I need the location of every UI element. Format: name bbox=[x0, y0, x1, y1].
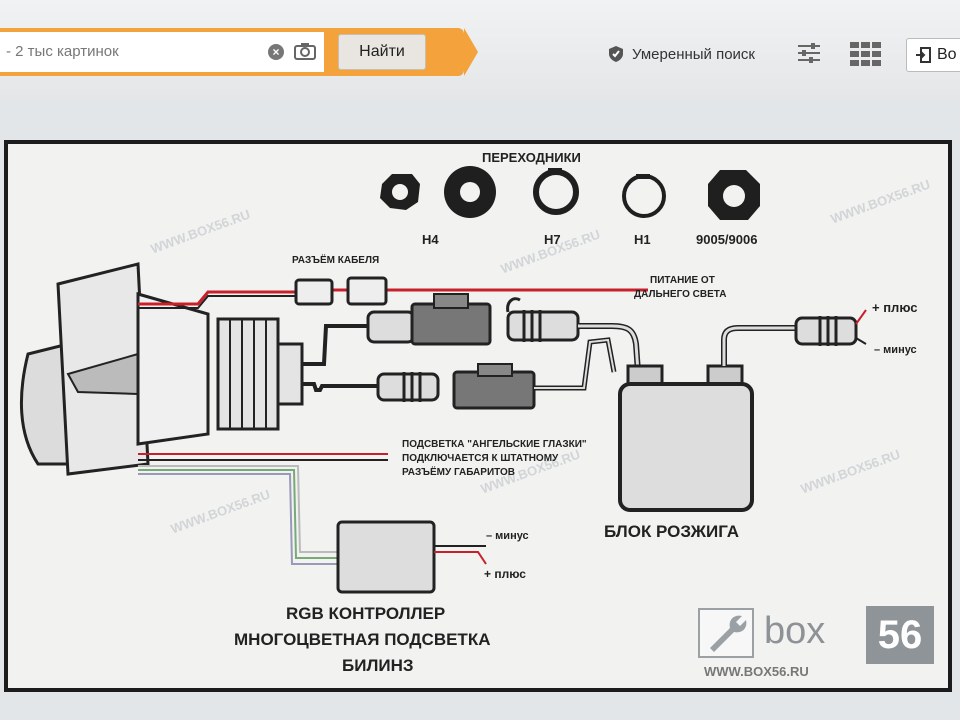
logo-word: box bbox=[764, 610, 826, 652]
login-button[interactable]: Во bbox=[906, 38, 960, 72]
wiring-drawing bbox=[20, 166, 867, 594]
find-button[interactable]: Найти bbox=[338, 34, 426, 70]
rgb-caption-line2: МНОГОЦВЕТНАЯ ПОДСВЕТКА bbox=[234, 630, 491, 649]
wrench-icon bbox=[698, 608, 754, 658]
adapter-h1-ring-icon bbox=[622, 174, 666, 218]
logo-url: WWW.BOX56.RU bbox=[704, 664, 809, 679]
clear-icon[interactable]: × bbox=[268, 44, 284, 60]
bi-xenon-lens-icon bbox=[20, 262, 304, 476]
adapter-label-h7: H7 bbox=[544, 232, 561, 247]
camera-search-icon[interactable] bbox=[294, 42, 316, 60]
wiring-diagram: WWW.BOX56.RU WWW.BOX56.RU WWW.BOX56.RU W… bbox=[4, 140, 952, 692]
safe-search-label: Умеренный поиск bbox=[632, 45, 755, 63]
ignition-block-icon bbox=[618, 364, 754, 512]
login-label: Во bbox=[937, 46, 957, 63]
minus-label: – минус bbox=[874, 344, 917, 356]
search-arrow-decoration bbox=[464, 28, 478, 76]
adapter-h4-icon bbox=[380, 174, 420, 210]
browser-search-bar: - 2 тыс картинок × Найти Умеренный поиск bbox=[0, 0, 960, 100]
adapter-label-h4: H4 bbox=[422, 232, 439, 247]
plus-label: + плюс bbox=[872, 300, 917, 315]
ballast-plug-connector-icon bbox=[506, 297, 580, 342]
rgb-controller-icon bbox=[336, 520, 436, 594]
adapter-label-9005: 9005/9006 bbox=[696, 232, 758, 247]
high-beam-label-line2: ДАЛЬНЕГО СВЕТА bbox=[634, 289, 727, 300]
logo-number: 56 bbox=[866, 606, 934, 664]
box56-logo: box 56 WWW.BOX56.RU bbox=[698, 606, 934, 686]
adapter-h7-icon bbox=[444, 166, 496, 218]
angel-eyes-line2: ПОДКЛЮЧАЕТСЯ К ШТАТНОМУ bbox=[402, 453, 559, 464]
filter-settings-icon[interactable] bbox=[796, 40, 822, 66]
angel-eyes-line3: РАЗЪЁМУ ГАБАРИТОВ bbox=[402, 467, 515, 478]
shield-icon bbox=[609, 46, 623, 62]
angel-eyes-line1: ПОДСВЕТКА "АНГЕЛЬСКИЕ ГЛАЗКИ" bbox=[402, 439, 587, 450]
ignition-block-label: БЛОК РОЗЖИГА bbox=[604, 522, 740, 541]
lamp-plug-connector-icon bbox=[366, 293, 492, 346]
cable-connector-label: РАЗЪЁМ КАБЕЛЯ bbox=[292, 255, 380, 266]
rgb-caption-line3: БИЛИНЗ bbox=[342, 656, 414, 675]
adapters-title: ПЕРЕХОДНИКИ bbox=[482, 150, 581, 165]
high-beam-label-line1: ПИТАНИЕ ОТ bbox=[650, 275, 715, 286]
adapter-label-h1: H1 bbox=[634, 232, 651, 247]
rgb-caption-line1: RGB КОНТРОЛЛЕР bbox=[286, 604, 446, 623]
adapter-9005-icon bbox=[708, 170, 760, 220]
grid-view-icon[interactable] bbox=[850, 42, 882, 66]
login-icon bbox=[916, 47, 931, 63]
lower-plug-connector-icon bbox=[376, 363, 536, 410]
safe-search-toggle[interactable]: Умеренный поиск bbox=[608, 42, 755, 66]
controller-minus-label: – минус bbox=[486, 530, 529, 542]
cable-connector-icon bbox=[294, 276, 388, 306]
power-plug-connector-icon bbox=[794, 316, 858, 346]
controller-plus-label: + плюс bbox=[484, 567, 526, 581]
plus-text: + плюс bbox=[872, 300, 918, 315]
adapter-h1-icon bbox=[533, 168, 579, 215]
search-box: - 2 тыс картинок × Найти bbox=[0, 28, 464, 76]
